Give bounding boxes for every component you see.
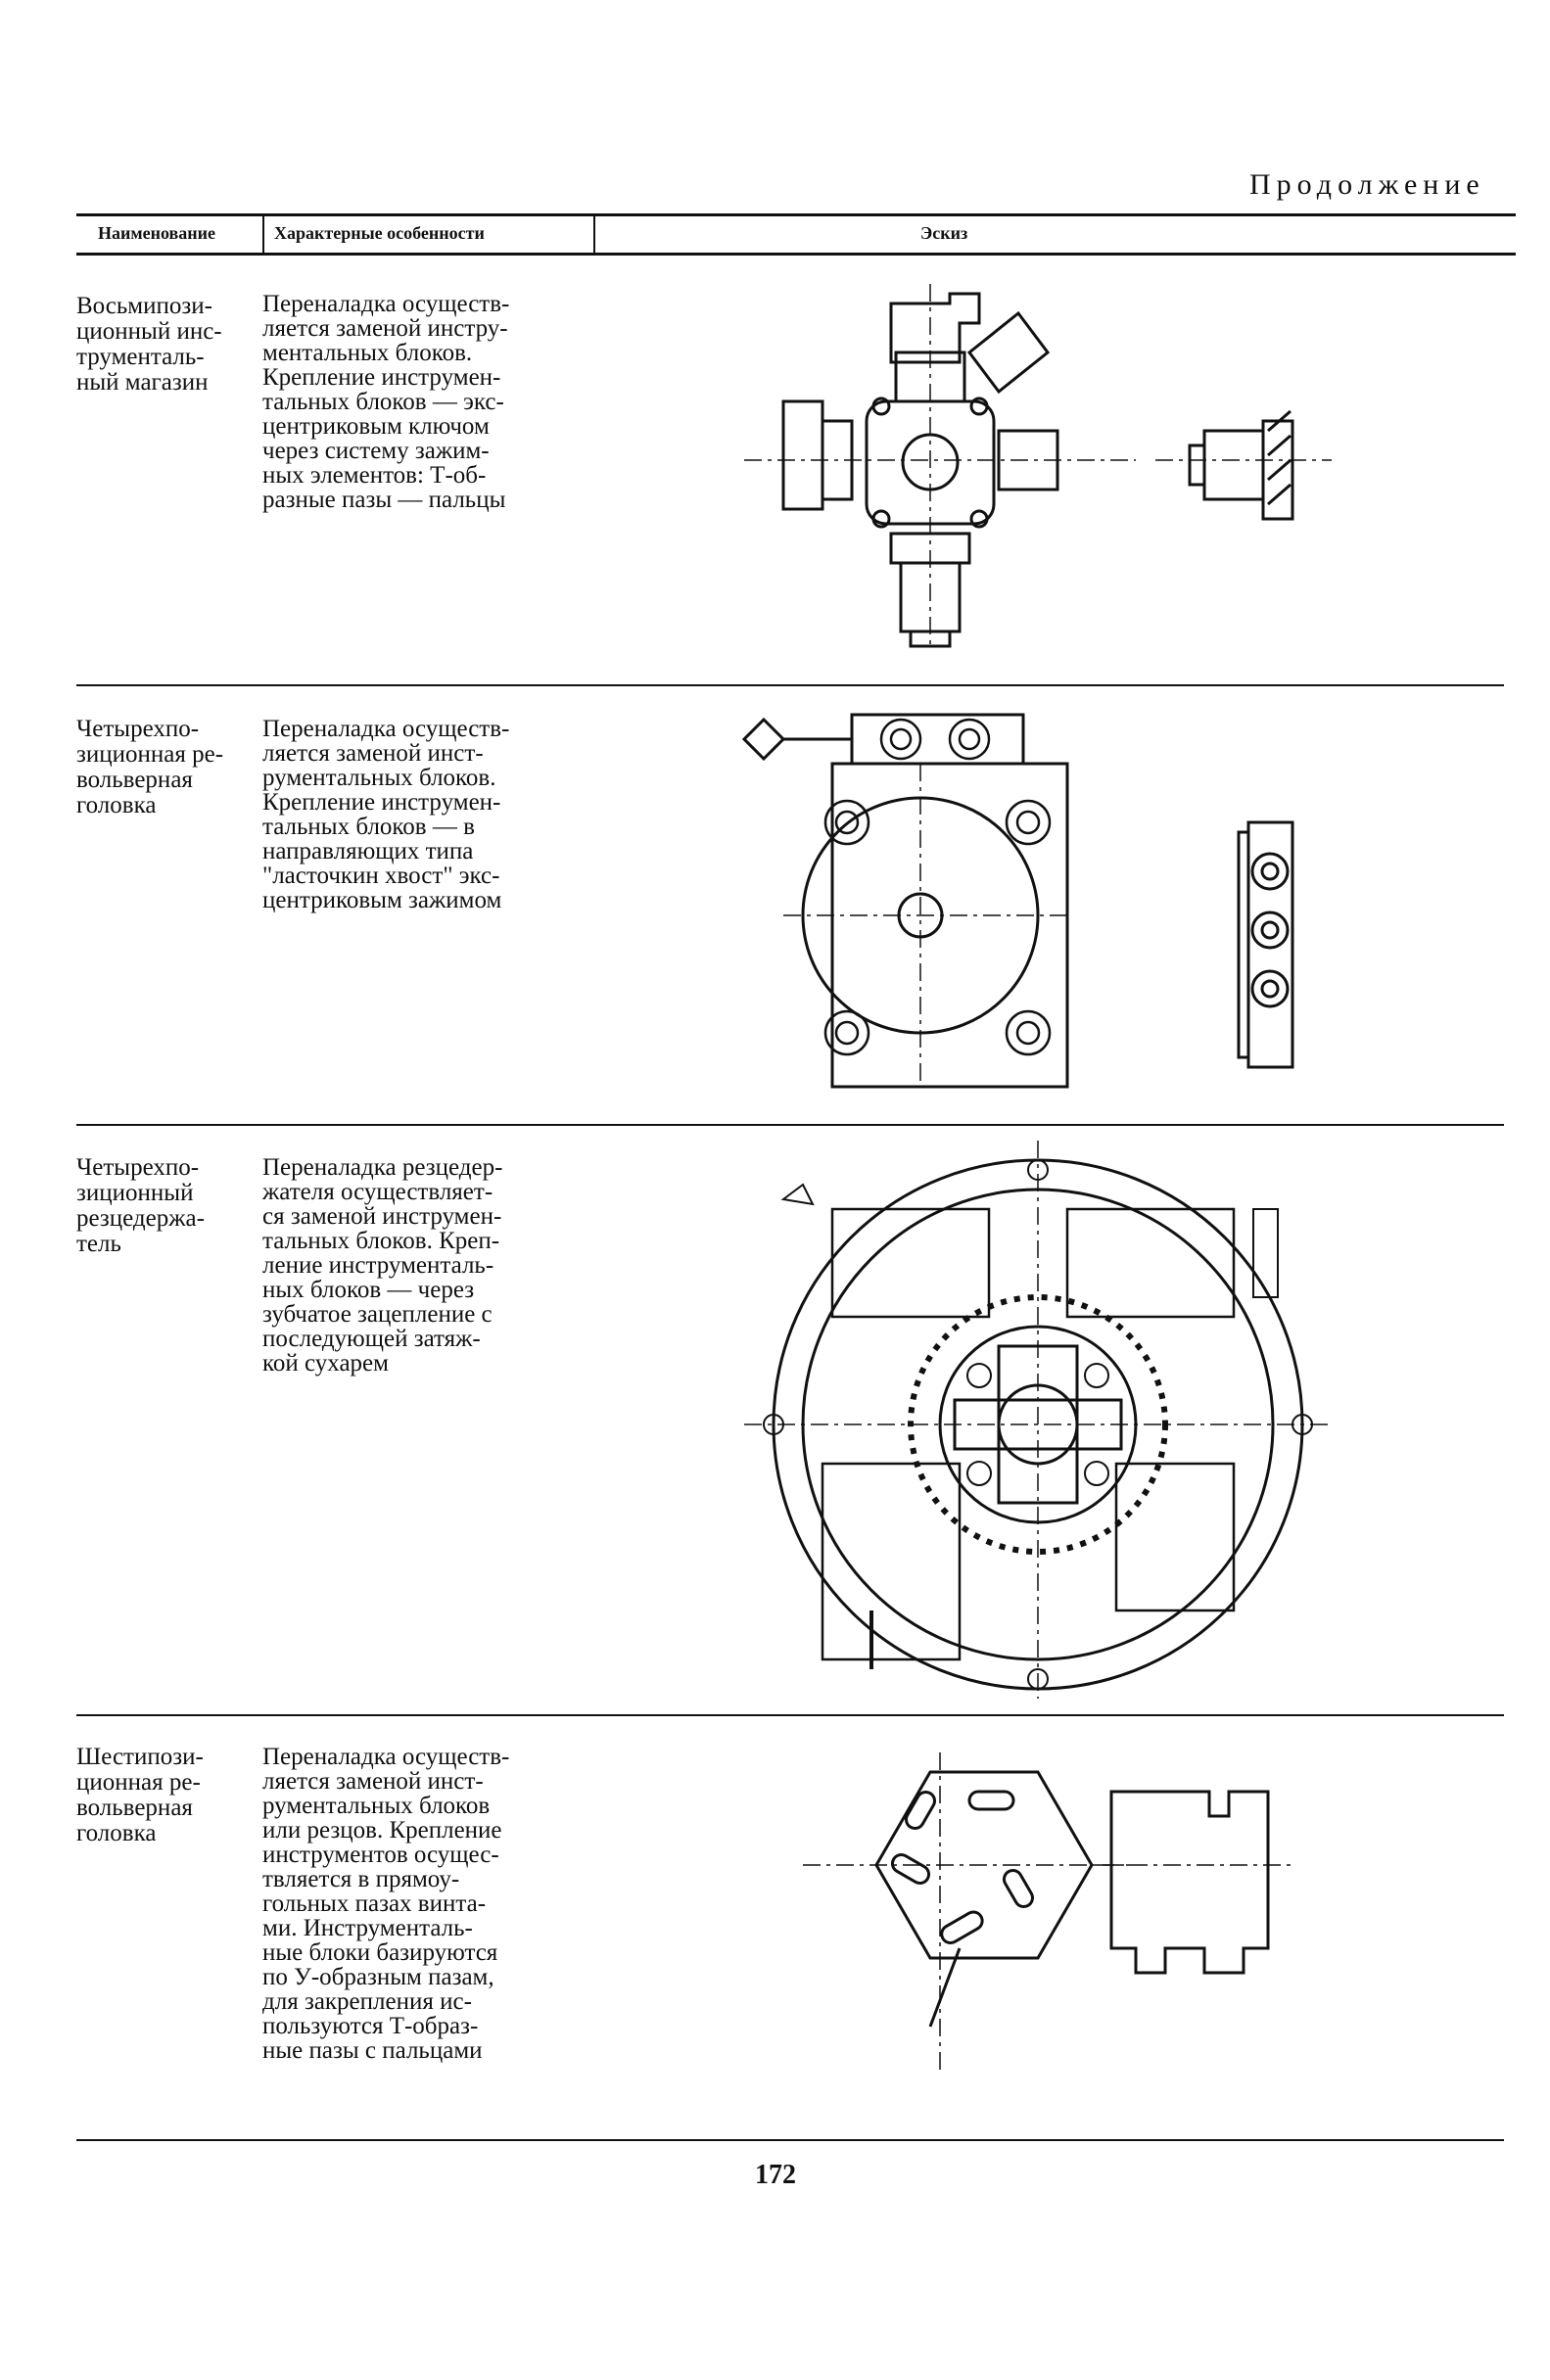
four-position-toolholder-sketch [744,1141,1351,1699]
header-sketch: Эскиз [920,223,968,243]
header-divider [593,215,595,255]
row-separator [76,1124,1504,1126]
table-row-name: Восьмипози- ционный инс- трументаль- ный… [76,293,222,396]
page-number: 172 [755,2160,796,2190]
four-position-turret-sketch [744,705,1351,1097]
six-position-turret-sketch [803,1752,1312,2076]
table-bottom-rule [76,2139,1504,2141]
header-divider [262,215,264,255]
header-name: Наименование [98,223,215,243]
row-separator [76,684,1504,686]
table-row-name: Шестипози- ционная ре- вольверная головк… [76,1744,204,1846]
row-separator [76,1714,1504,1716]
eight-position-magazine-sketch [744,284,1351,656]
table-row-features: Переналадка осуществ- ляется заменой инс… [262,716,510,913]
table-row-name: Четырехпо- зиционный резцедержа- тель [76,1154,205,1257]
table-row-name: Четырехпо- зиционная ре- вольверная голо… [76,716,224,818]
continued-label: Продолжение [1249,168,1485,201]
table-row-features: Переналадка осуществ- ляется заменой инс… [262,291,510,513]
table-row-features: Переналадка резцедер- жателя осуществляе… [262,1154,503,1377]
header-features: Характерные особенности [274,223,485,243]
header-bottom-rule [76,253,1516,256]
table-top-rule [76,213,1516,216]
table-row-features: Переналадка осуществ- ляется заменой инс… [262,1744,510,2064]
